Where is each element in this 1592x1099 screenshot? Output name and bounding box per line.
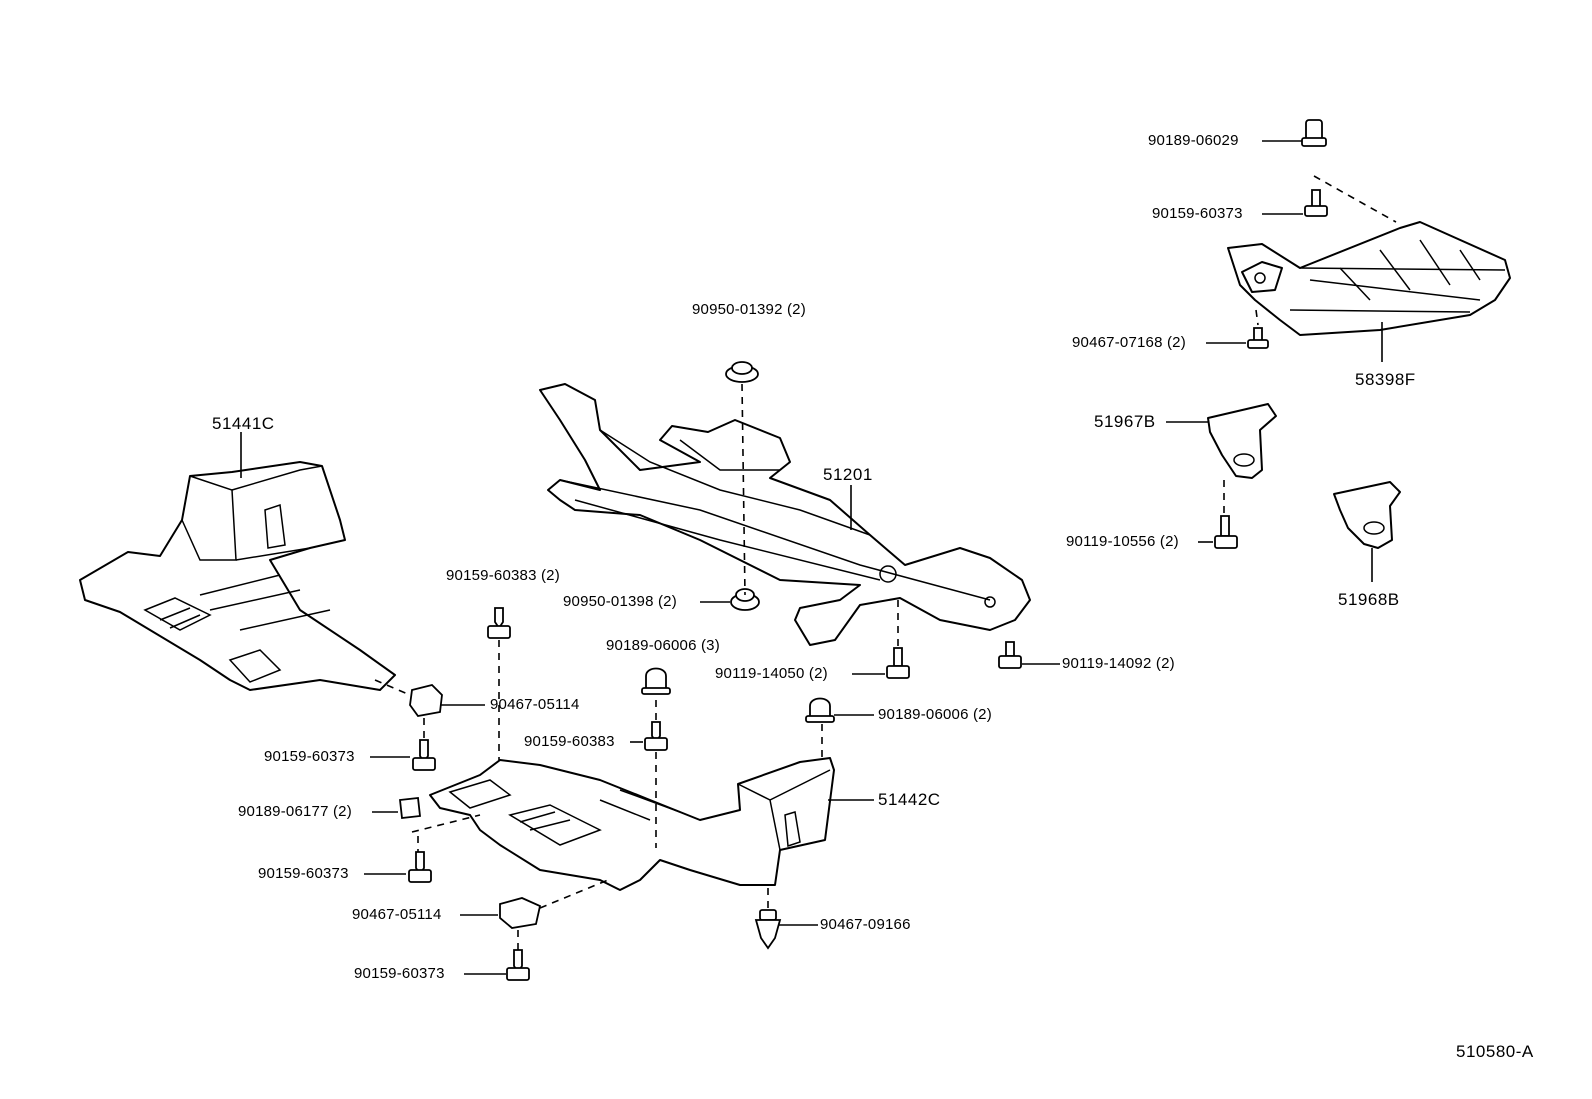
fastener-label-90159-60383-2: 90159-60383 (2) bbox=[446, 567, 560, 584]
fastener-label-90950-01398: 90950-01398 (2) bbox=[563, 593, 677, 610]
fastener-label-90119-14092: 90119-14092 (2) bbox=[1062, 655, 1175, 672]
fastener-label-90189-06006-2: 90189-06006 (2) bbox=[878, 706, 992, 723]
cover-51441c-drawing bbox=[79, 461, 396, 691]
fastener-label-90467-05114-b: 90467-05114 bbox=[352, 906, 442, 923]
bracket-51967b-drawing bbox=[1207, 403, 1277, 479]
fastener-label-90467-05114-a: 90467-05114 bbox=[490, 696, 580, 713]
fastener-label-90467-09166: 90467-09166 bbox=[820, 916, 911, 933]
leader-lines bbox=[240, 140, 1383, 975]
fastener-label-90950-01392: 90950-01392 (2) bbox=[692, 301, 806, 318]
part-label-51968b: 51968B bbox=[1338, 590, 1400, 609]
diagram-id-label: 510580-A bbox=[1456, 1042, 1534, 1061]
part-label-51967b: 51967B bbox=[1094, 412, 1156, 431]
part-label-51442c: 51442C bbox=[878, 790, 941, 809]
part-label-51201: 51201 bbox=[823, 465, 873, 484]
fastener-label-90119-14050: 90119-14050 (2) bbox=[715, 665, 828, 682]
fastener-label-90159-60383: 90159-60383 bbox=[524, 733, 615, 750]
fastener-label-90189-06029: 90189-06029 bbox=[1148, 132, 1239, 149]
fastener-label-90159-60373-c: 90159-60373 bbox=[354, 965, 445, 982]
fastener-label-90159-60373-a: 90159-60373 bbox=[264, 748, 355, 765]
fastener-label-90189-06177: 90189-06177 (2) bbox=[238, 803, 352, 820]
bracket-51968b-drawing bbox=[1333, 481, 1401, 549]
part-label-51441c: 51441C bbox=[212, 414, 275, 433]
undercover-58398f-drawing bbox=[1227, 221, 1511, 336]
fastener-label-90159-60373-top: 90159-60373 bbox=[1152, 205, 1243, 222]
dashed-connectors bbox=[374, 175, 1397, 950]
fastener-label-90119-10556: 90119-10556 (2) bbox=[1066, 533, 1179, 550]
part-label-58398f: 58398F bbox=[1355, 370, 1416, 389]
fastener-label-90467-07168: 90467-07168 (2) bbox=[1072, 334, 1186, 351]
cover-51442c-drawing bbox=[429, 757, 835, 891]
fastener-label-90159-60373-b: 90159-60373 bbox=[258, 865, 349, 882]
crossmember-51201-drawing bbox=[539, 383, 1031, 646]
fastener-label-90189-06006-3: 90189-06006 (3) bbox=[606, 637, 720, 654]
